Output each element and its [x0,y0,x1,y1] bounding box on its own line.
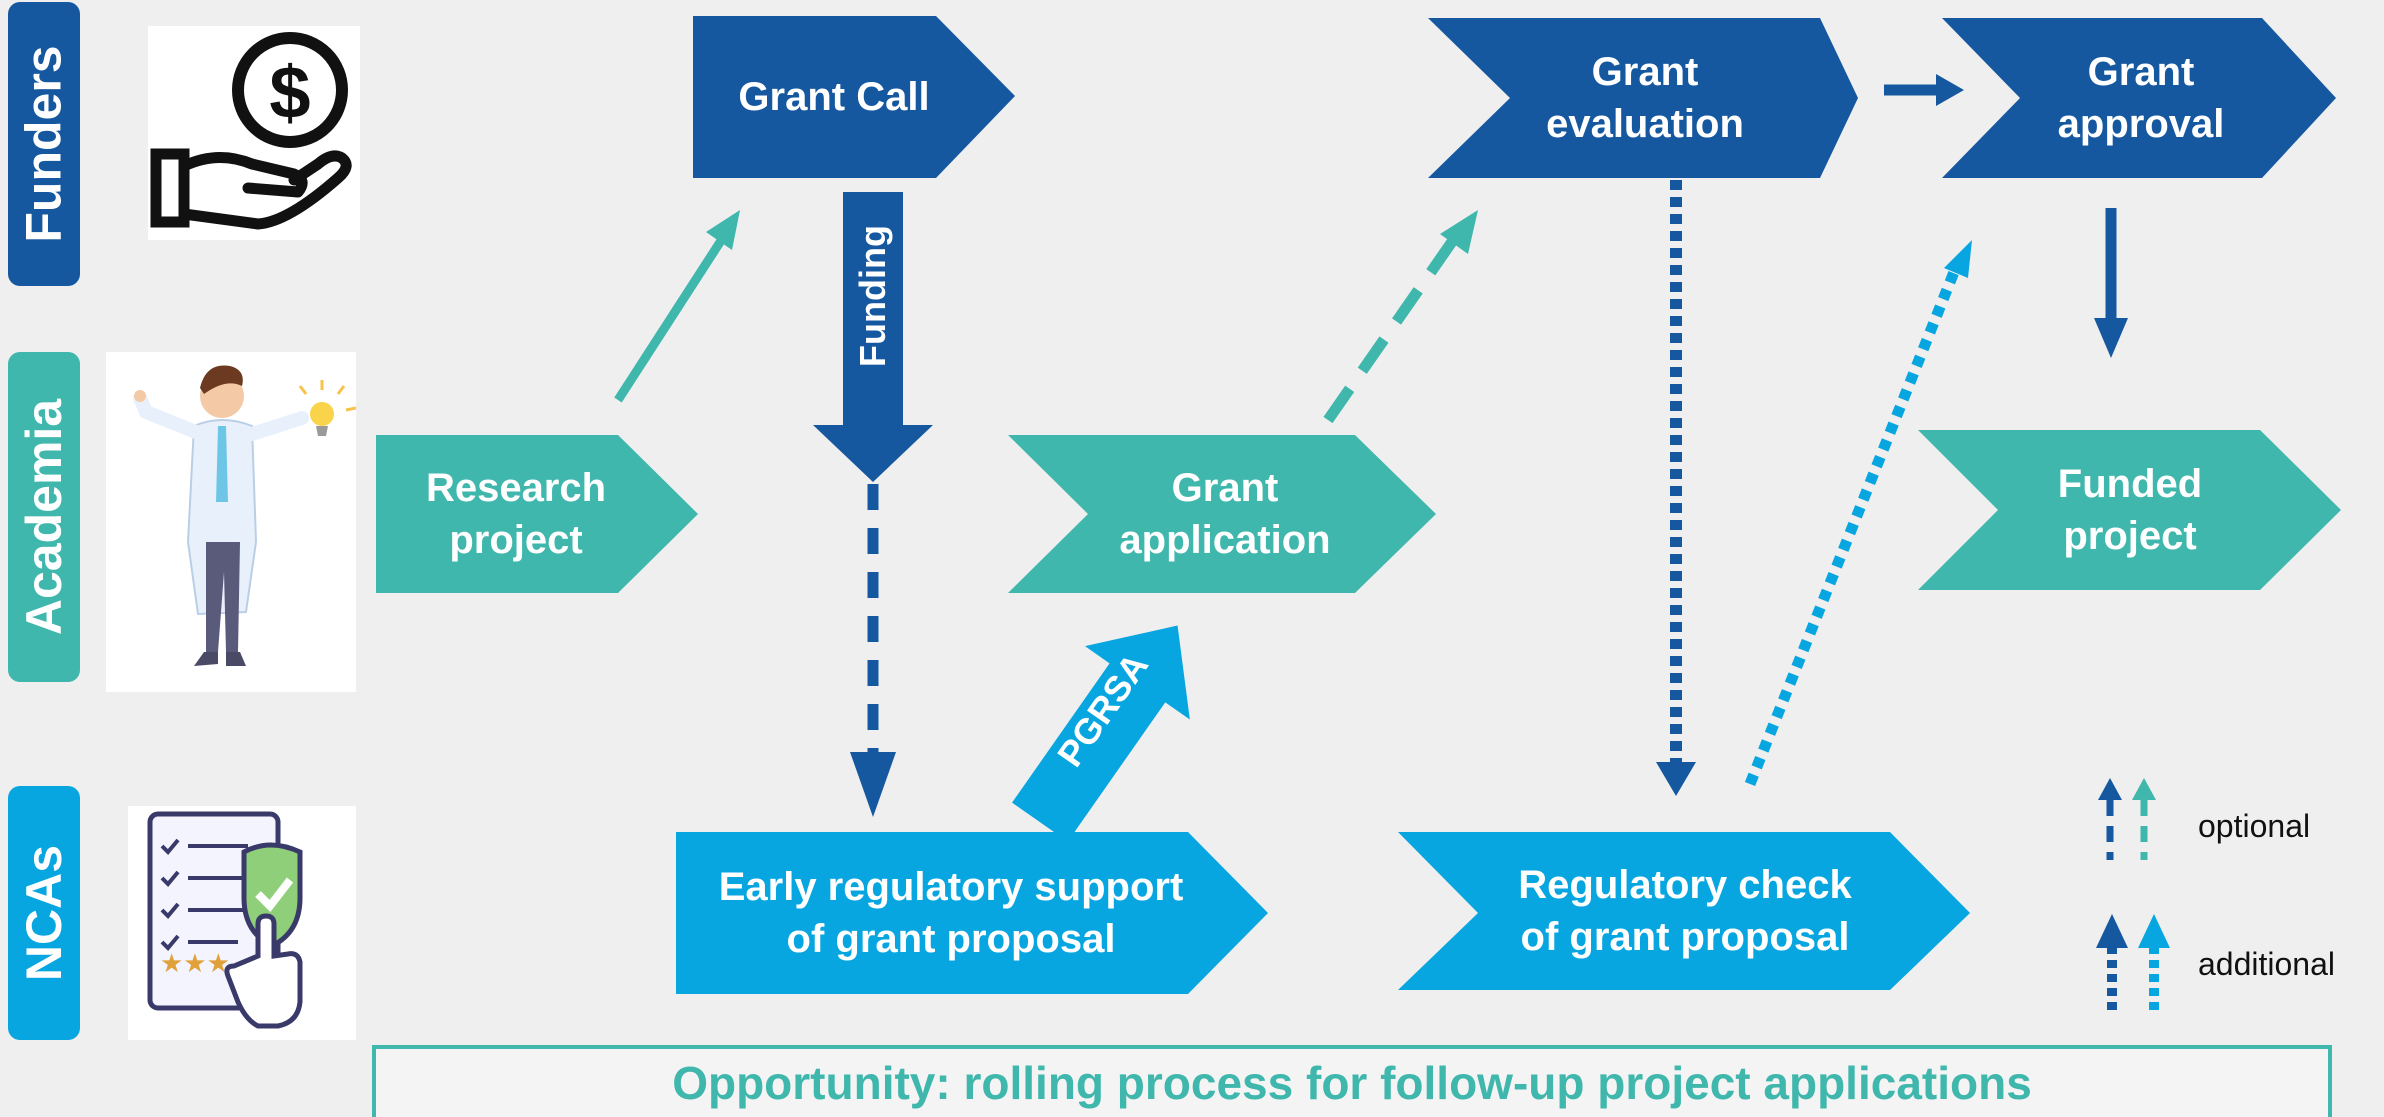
regulatory-check-label: Regulatory check of grant proposal [1518,863,1852,959]
academia-label-bg [8,352,80,682]
hand-dollar-icon: $ [148,26,360,240]
application-to-evaluation-arrow [1323,232,1461,424]
pgrsa-arrow [1012,625,1190,842]
evaluation-to-check-arrowhead [1656,762,1696,796]
academia-row-label: Academia [8,352,80,682]
legend-optional-arrows [2098,778,2156,860]
grant-application-label: Grant application [1119,466,1331,562]
ncas-row-label: NCAs [8,786,80,1040]
grant-evaluation-shape [1428,18,1858,178]
legend-additional-label: additional [2198,946,2335,982]
research-to-call-arrowhead [706,210,740,250]
funders-label-bg [8,2,80,286]
legend-additional-arrows [2096,914,2170,1012]
funding-arrow [813,192,933,482]
funders-row-label: Funders [8,2,80,286]
check-to-approval-arrowhead [1944,240,1972,278]
svg-text:★★★: ★★★ [160,949,230,979]
funding-arrow-label: Funding [851,225,893,367]
grant-call-label: Grant Call [738,75,930,119]
ncas-label-text: NCAs [16,844,73,982]
early-support-label: Early regulatory support of grant propos… [718,865,1184,961]
grant-application-shape [1008,435,1436,593]
early-support-shape [676,832,1268,994]
grant-approval-label: Grant approval [2057,50,2225,146]
application-to-evaluation-arrowhead [1440,210,1478,254]
grant-approval-shape [1942,18,2336,178]
funded-project-shape [1918,430,2341,590]
checklist-shield-icon: ★★★ [128,806,356,1040]
scientist-icon [106,352,357,692]
opportunity-banner: Opportunity: rolling process for follow-… [372,1045,2332,1117]
evaluation-to-approval-arrowhead [1936,74,1964,106]
funded-project-label: Funded project [2057,462,2203,558]
regulatory-check-shape [1398,832,1970,990]
research-to-call-arrow [614,233,728,403]
check-to-approval-arrow [1744,269,1960,787]
research-project-shape [376,435,698,593]
academia-label-text: Academia [16,398,73,636]
funders-label-text: Funders [16,45,72,243]
svg-text:$: $ [269,51,310,134]
legend-optional-label: optional [2198,808,2311,844]
ncas-label-bg [8,786,80,1040]
grant-evaluation-label: Grant evaluation [1546,50,1744,146]
grant-call-shape [693,16,1015,178]
approval-to-funded-arrowhead [2094,318,2128,358]
funding-dashed-arrowhead [850,752,896,817]
research-project-label: Research project [425,466,607,562]
